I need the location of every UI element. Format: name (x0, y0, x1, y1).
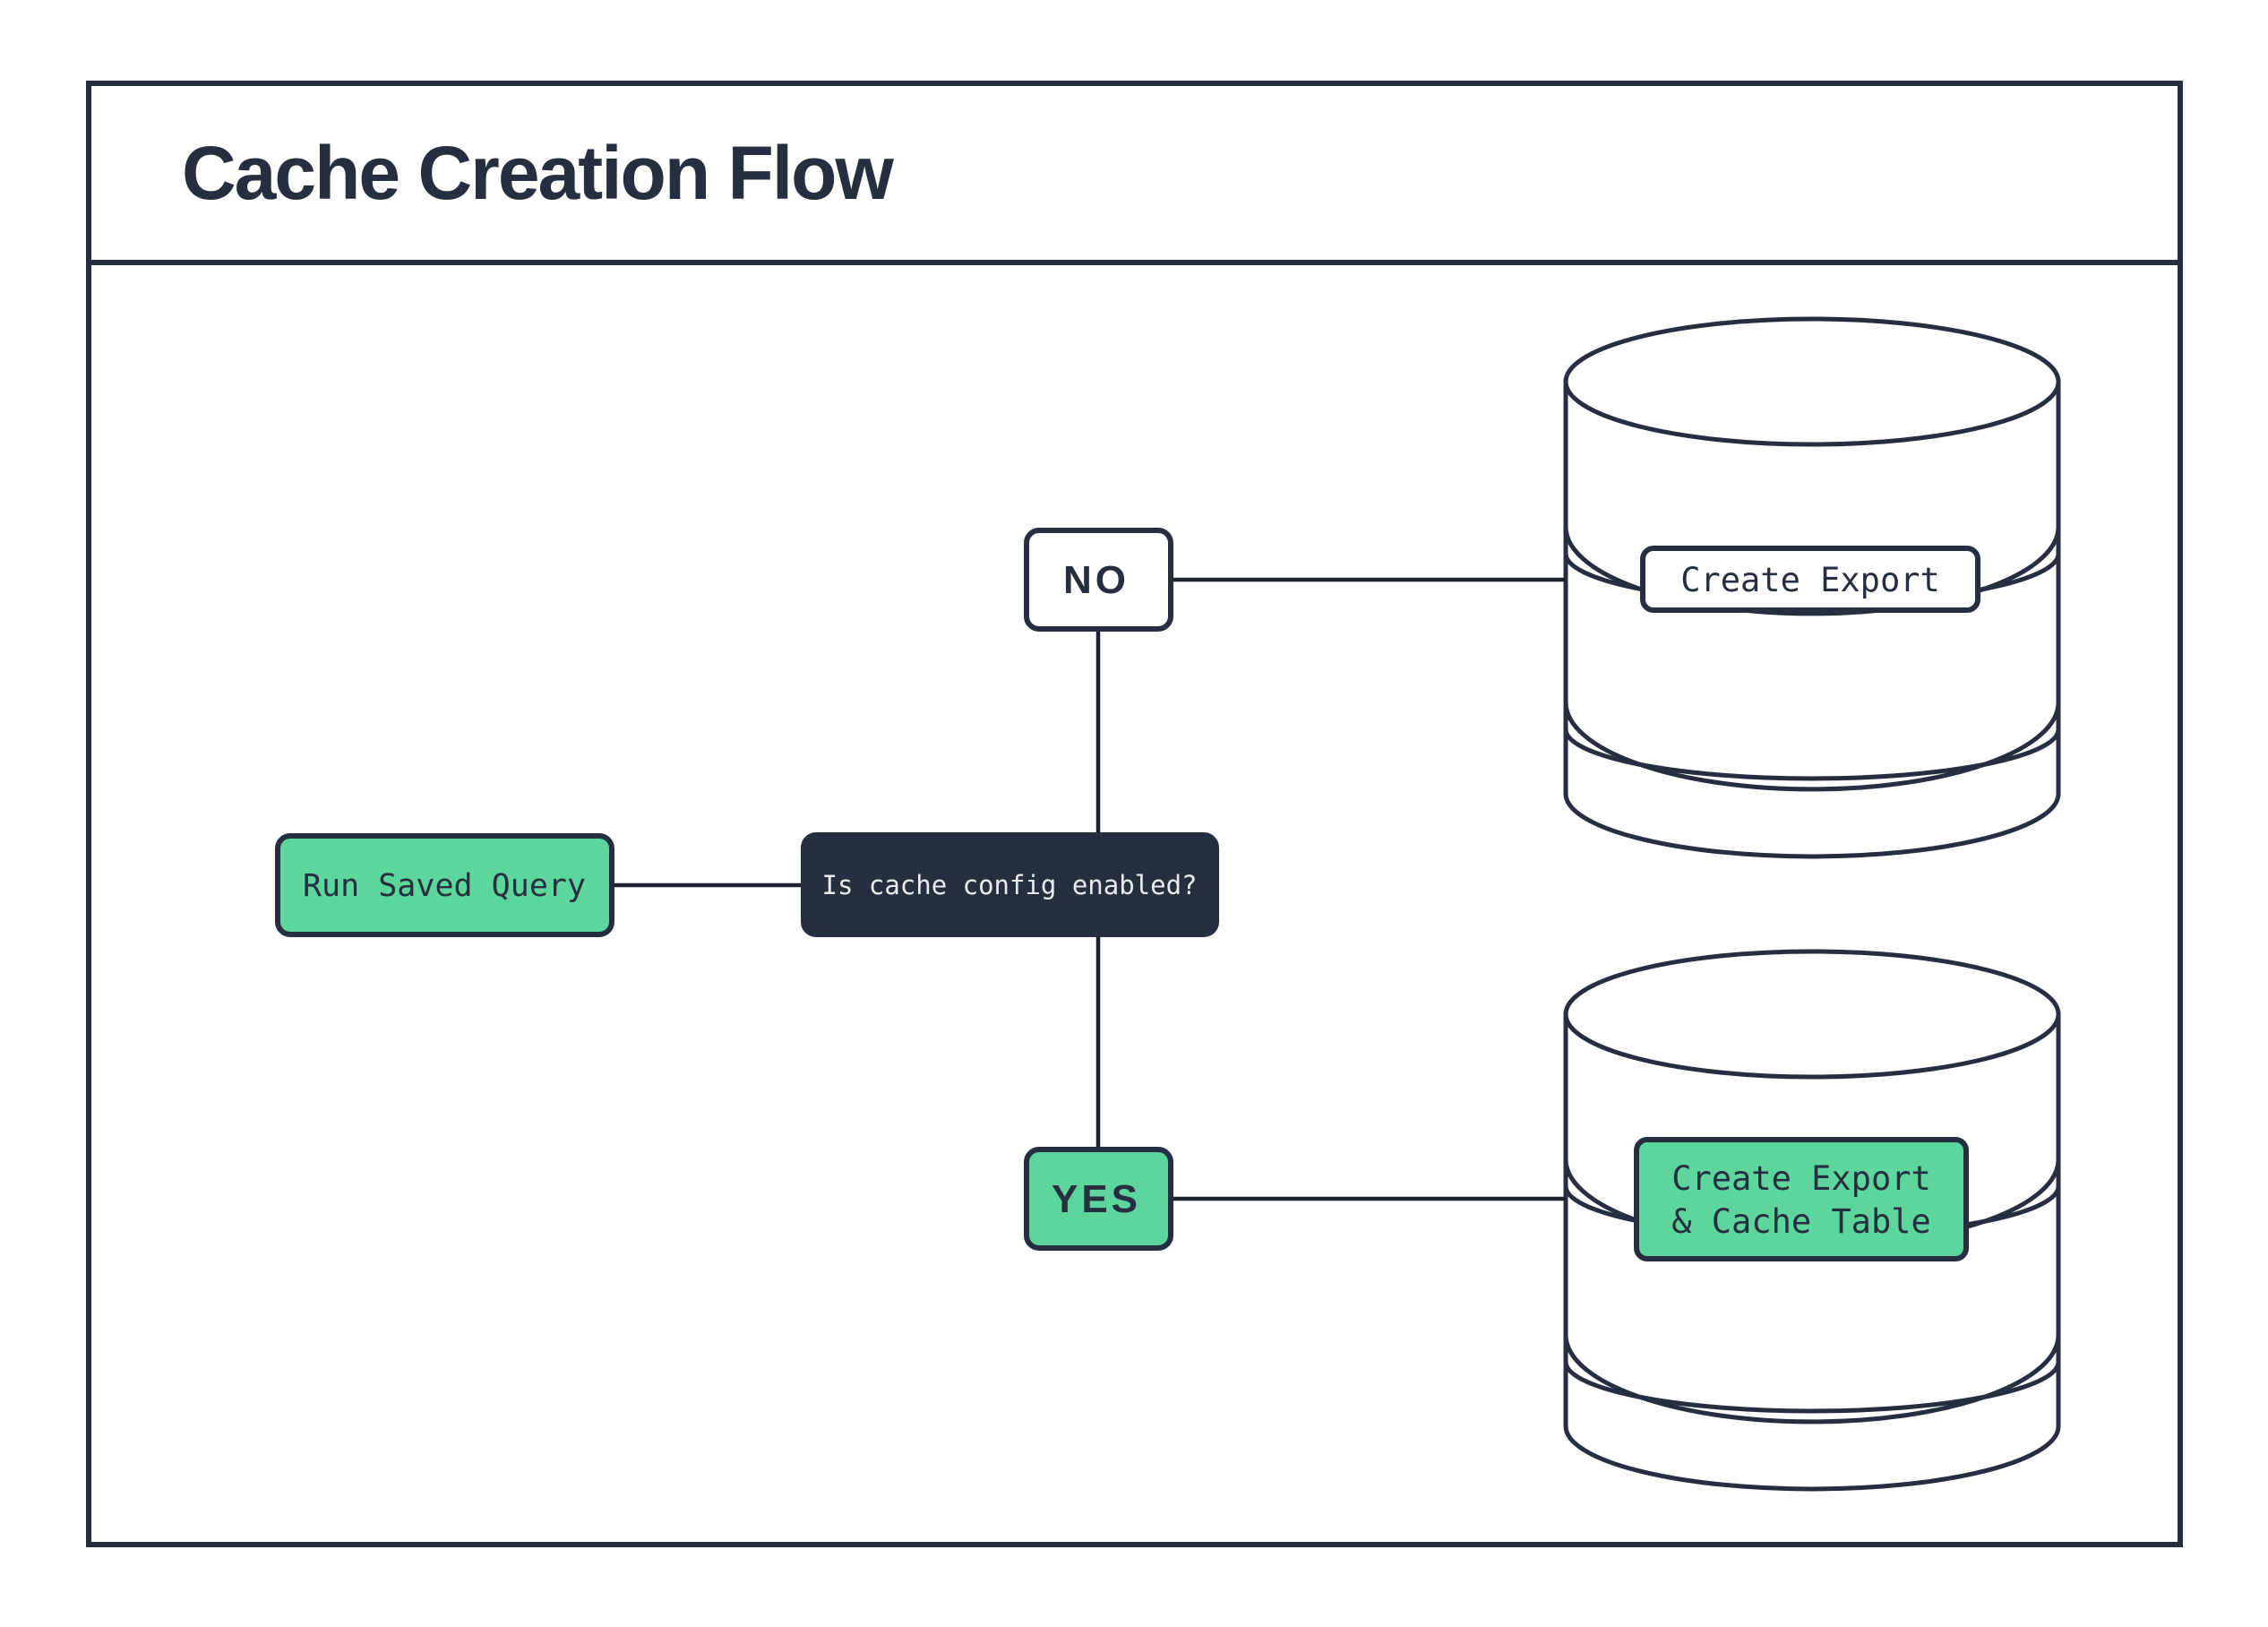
node-run-saved-query-label: Run Saved Query (303, 868, 586, 904)
cylinder-top-ellipse (1563, 949, 2061, 1080)
label-create-export-box (1640, 546, 1980, 613)
node-branch-no: NO (1024, 528, 1173, 632)
cylinder-seam-arc (1563, 702, 2061, 792)
cylinder-seam-arc (1563, 728, 2061, 781)
label-create-export-text: Create Export (1680, 561, 1940, 599)
label-create-export-cache-line1: Create Export (1671, 1159, 1931, 1198)
label-create-export-cache-box (1634, 1137, 1969, 1261)
node-decision-box (801, 832, 1219, 937)
node-no-label: NO (1063, 558, 1130, 602)
node-branch-yes: YES (1024, 1147, 1173, 1251)
cylinder-top-ellipse (1563, 316, 2061, 447)
database-cylinder-export (1563, 316, 2061, 859)
cylinder-seam-arc (1563, 1361, 2061, 1414)
label-create-export-cache-line2: & Cache Table (1671, 1202, 1931, 1241)
diagram-frame (86, 81, 2183, 1547)
cylinder-body (1563, 379, 2061, 859)
cylinder-seam-arc (1563, 1334, 2061, 1425)
node-yes-label: YES (1052, 1177, 1141, 1221)
node-yes-box (1024, 1147, 1173, 1251)
label-create-export-cache-table: Create Export & Cache Table (1634, 1137, 1969, 1261)
node-decision-label: Is cache config enabled? (821, 870, 1197, 900)
node-decision-cache-config: Is cache config enabled? (801, 832, 1219, 937)
label-create-export: Create Export (1640, 546, 1980, 613)
cylinder-seam-arc (1563, 526, 2061, 616)
node-run-saved-query-box (275, 833, 614, 937)
node-no-box (1024, 528, 1173, 632)
page-title: Cache Creation Flow (182, 131, 894, 215)
node-run-saved-query: Run Saved Query (275, 833, 614, 937)
